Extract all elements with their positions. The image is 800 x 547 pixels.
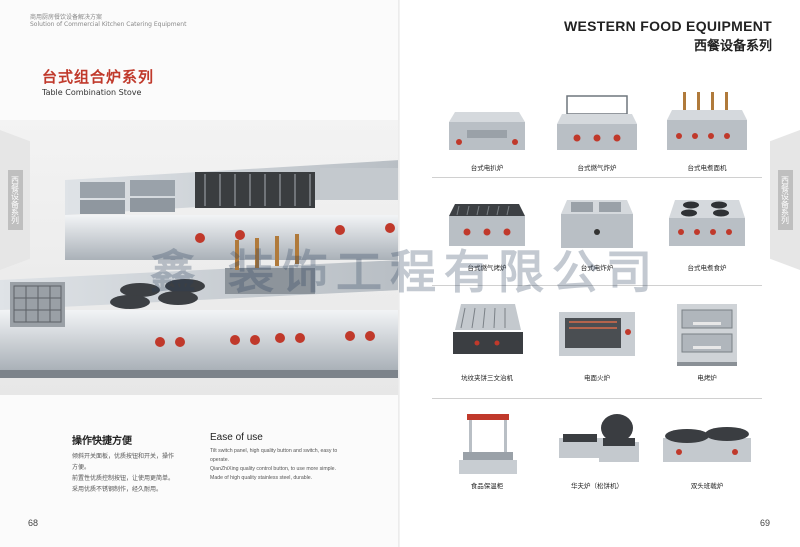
product-item: 台式电炸炉 <box>542 190 652 295</box>
product-label: 台式燃气炸炉 <box>577 164 617 172</box>
features-en-line: Made of high quality stainless steel, du… <box>210 475 313 481</box>
product-label: 台式电扒炉 <box>470 164 504 172</box>
product-label: 双头班戟炉 <box>690 482 724 490</box>
header-left-line1: 商用厨房餐饮设备解决方案 <box>30 14 103 21</box>
features-en-line: QianZhiXing quality control button, to u… <box>210 466 337 472</box>
waffle-maker-icon <box>559 414 639 462</box>
left-page: 商用厨房餐饮设备解决方案 Solution of Commercial Kitc… <box>0 14 400 528</box>
product-item: 电烤炉 <box>652 300 762 405</box>
features-cn-line: 前置性优质控制按钮，让使用更简单。 <box>72 475 175 482</box>
product-label: 电烤炉 <box>697 374 717 382</box>
side-tab-right-label: 西餐设备系列 <box>777 170 793 230</box>
food-warmer-icon <box>459 414 517 474</box>
section-title-en: Table Combination Stove <box>42 88 142 97</box>
header-left-line2: Solution of Commercial Kitchen Catering … <box>30 21 187 28</box>
features-en: Ease of use Tilt switch panel, high qual… <box>210 432 350 483</box>
side-tab-left-label: 西餐设备系列 <box>7 170 23 230</box>
grid-divider <box>432 177 762 178</box>
product-item: 食品保温柜 <box>432 408 542 513</box>
page-number-right: 69 <box>759 518 770 528</box>
brand-title-cn: 西餐设备系列 <box>693 39 772 54</box>
features-en-heading: Ease of use <box>210 432 263 443</box>
deck-oven-icon <box>677 304 737 366</box>
features-cn: 操作快捷方便 倾斜开关面板，优质按钮和开关，操作 方便。 前置性优质控制按钮，让… <box>72 432 202 495</box>
side-tab-right: 西餐设备系列 <box>770 130 800 270</box>
product-item: 双头班戟炉 <box>652 408 762 513</box>
product-label: 食品保温柜 <box>470 482 504 490</box>
grid-divider <box>432 285 762 286</box>
features-en-line: operate. <box>210 457 230 463</box>
features-en-line: Tilt switch panel, high quality button a… <box>210 448 338 454</box>
gas-fryer-icon <box>557 95 637 150</box>
features-cn-line: 方便。 <box>72 464 91 471</box>
product-item: 台式燃气烤炉 <box>432 190 542 295</box>
product-item: 坑纹夹饼三文治机 <box>432 300 542 405</box>
side-tab-left: 西餐设备系列 <box>0 130 30 270</box>
product-item: 台式燃气炸炉 <box>542 90 652 195</box>
features-cn-text: 倾斜开关面板，优质按钮和开关，操作 方便。 前置性优质控制按钮，让使用更简单。 … <box>72 451 202 495</box>
features-cn-line: 采用优质不锈钢制作，经久耐用。 <box>72 486 163 493</box>
product-label: 台式电煮面机 <box>687 164 727 172</box>
hero-combination-stove-image <box>0 120 400 395</box>
product-grid: 台式电扒炉 台式燃气炸炉 台式电煮面机 <box>432 90 762 510</box>
bain-marie-icon <box>561 200 633 248</box>
features-cn-heading: 操作快捷方便 <box>72 436 132 447</box>
features-cn-line: 倾斜开关面板，优质按钮和开关，操作 <box>72 453 175 460</box>
gas-grill-icon <box>449 204 525 246</box>
header-left: 商用厨房餐饮设备解决方案 Solution of Commercial Kitc… <box>30 14 186 28</box>
features-en-text: Tilt switch panel, high quality button a… <box>210 447 350 483</box>
page-number-left: 68 <box>28 518 39 528</box>
product-label: 坑纹夹饼三文治机 <box>461 374 513 382</box>
section-title: 台式组合炉系列 Table Combination Stove <box>42 66 154 97</box>
panini-press-icon <box>453 304 523 354</box>
product-item: 台式电煮食炉 <box>652 190 762 295</box>
product-item: 台式电煮面机 <box>652 90 762 195</box>
brand-title-en: WESTERN FOOD EQUIPMENT <box>563 18 772 34</box>
noodle-cooker-icon <box>667 92 747 150</box>
salamander-icon <box>559 312 635 356</box>
griddle-icon <box>449 112 525 150</box>
product-label: 电面火炉 <box>584 374 610 382</box>
product-item: 华夫炉（松饼机） <box>542 408 652 513</box>
product-label: 台式电煮食炉 <box>687 264 727 272</box>
product-label: 台式燃气烤炉 <box>467 264 507 272</box>
product-label: 台式电炸炉 <box>580 264 614 272</box>
product-item: 电面火炉 <box>542 300 652 405</box>
product-item: 台式电扒炉 <box>432 90 542 195</box>
crepe-maker-icon <box>663 427 751 462</box>
product-label: 华夫炉（松饼机） <box>571 482 623 490</box>
combination-stove-icon <box>0 160 400 378</box>
section-title-cn: 台式组合炉系列 <box>42 68 155 86</box>
brand-header: WESTERN FOOD EQUIPMENT 西餐设备系列 <box>564 18 772 54</box>
grid-divider <box>432 398 762 399</box>
hot-plate-icon <box>669 200 745 246</box>
